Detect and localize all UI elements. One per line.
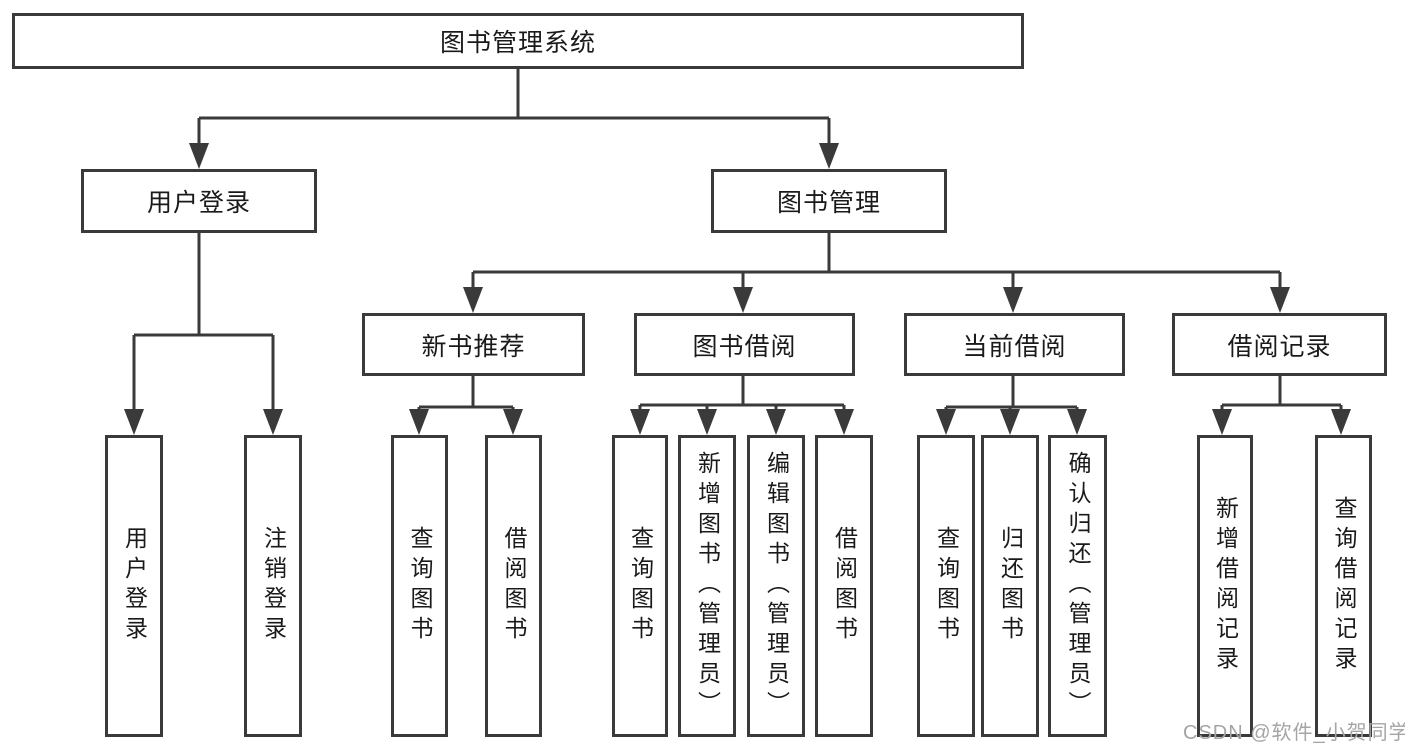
- csdn-watermark: CSDN @软件_小贺同学: [1183, 722, 1405, 744]
- arrowhead-icon: [834, 409, 854, 435]
- arrowhead-icon: [819, 143, 839, 169]
- leaf-query-books-borrow: 查询图书: [612, 435, 668, 737]
- leaf-confirm-return-admin: 确认归还（管理员）: [1048, 435, 1107, 737]
- leaf-borrow-books: 借阅图书: [815, 435, 873, 737]
- arrowhead-icon: [766, 409, 786, 435]
- leaf-borrow-books-recommend: 借阅图书: [485, 435, 542, 737]
- leaf-add-borrow-record: 新增借阅记录: [1197, 435, 1253, 737]
- leaf-query-books-current: 查询图书: [917, 435, 975, 737]
- arrowhead-icon: [1000, 409, 1020, 435]
- node-current-borrow: 当前借阅: [904, 313, 1125, 376]
- leaf-logout: 注销登录: [244, 435, 302, 737]
- node-book-management: 图书管理: [711, 169, 947, 233]
- arrowhead-icon: [936, 409, 956, 435]
- leaf-query-books-recommend: 查询图书: [391, 435, 448, 737]
- node-library-management-system: 图书管理系统: [12, 13, 1024, 69]
- leaf-user-login: 用户登录: [105, 435, 163, 737]
- arrowhead-icon: [1067, 409, 1087, 435]
- arrowhead-icon: [503, 409, 523, 435]
- leaf-edit-books-admin: 编辑图书（管理员）: [747, 435, 805, 737]
- arrowhead-icon: [1003, 287, 1023, 313]
- arrowhead-icon: [733, 287, 753, 313]
- node-borrow-record: 借阅记录: [1172, 313, 1387, 376]
- leaf-add-books-admin: 新增图书（管理员）: [678, 435, 736, 737]
- arrowhead-icon: [1212, 409, 1232, 435]
- arrowhead-icon: [124, 409, 144, 435]
- arrowhead-icon: [263, 409, 283, 435]
- leaf-return-books: 归还图书: [981, 435, 1039, 737]
- node-book-borrow: 图书借阅: [634, 313, 855, 376]
- node-new-book-recommend: 新书推荐: [362, 313, 585, 376]
- arrowhead-icon: [630, 409, 650, 435]
- leaf-query-borrow-record: 查询借阅记录: [1315, 435, 1372, 737]
- node-user-login: 用户登录: [81, 169, 317, 233]
- arrowhead-icon: [1270, 287, 1290, 313]
- arrowhead-icon: [1331, 409, 1351, 435]
- arrowhead-icon: [463, 287, 483, 313]
- arrowhead-icon: [409, 409, 429, 435]
- arrowhead-icon: [189, 143, 209, 169]
- arrowhead-icon: [697, 409, 717, 435]
